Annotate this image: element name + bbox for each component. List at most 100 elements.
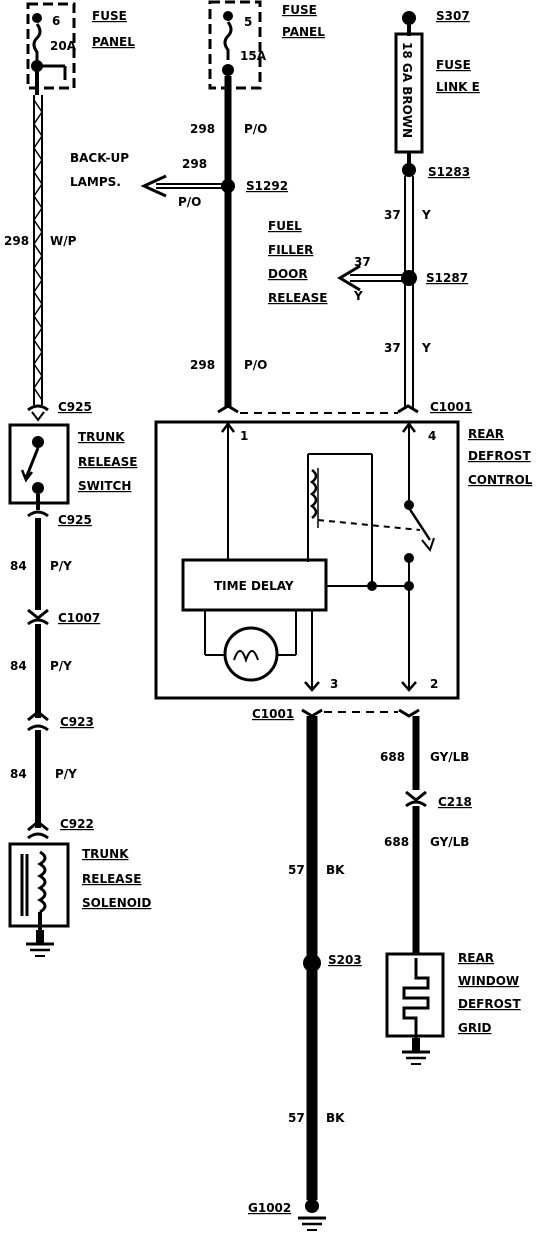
label-c1001-top: C1001 xyxy=(430,400,472,414)
wire-circuit-57-b: 57 xyxy=(288,1111,305,1125)
trunk-solenoid-label-1: TRUNK xyxy=(82,847,129,861)
wire-color-py-a: P/Y xyxy=(50,559,72,573)
fuse-panel-left xyxy=(26,2,76,95)
wire-circuit-298-mid: 298 xyxy=(190,358,215,372)
wire-color-gylb-b: GY/LB xyxy=(430,835,469,849)
pin-1-label: 1 xyxy=(240,429,248,443)
rdc-label-3: CONTROL xyxy=(468,473,533,487)
wire-298-wp xyxy=(33,95,43,405)
connector-c925-top xyxy=(27,404,49,412)
backup-lamps-label-2: LAMPS. xyxy=(70,175,121,189)
trunk-switch-label-1: TRUNK xyxy=(78,430,125,444)
arrow-to-fuel-filler xyxy=(337,264,361,292)
wire-color-gylb-a: GY/LB xyxy=(430,750,469,764)
pin-3-label: 3 xyxy=(330,677,338,691)
connector-c1001-pin4 xyxy=(397,404,419,414)
splice-s203 xyxy=(303,954,321,972)
splice-s1292 xyxy=(221,179,235,193)
wire-circuit-37-a: 37 xyxy=(384,208,401,222)
splice-s307 xyxy=(402,11,416,25)
fuse-link-label-2: LINK E xyxy=(436,80,480,94)
connector-c925-bottom xyxy=(27,510,49,518)
wire-color-y-b: Y xyxy=(421,341,431,355)
ground-icon-grid xyxy=(402,1038,430,1065)
relay-coil xyxy=(307,453,421,586)
wire-circuit-84-c: 84 xyxy=(10,767,27,781)
fuse-middle-amperage: 15A xyxy=(240,49,267,63)
rwd-label-2: WINDOW xyxy=(458,974,519,988)
fuel-filler-label-1: FUEL xyxy=(268,219,302,233)
trunk-release-solenoid xyxy=(8,842,70,934)
time-delay-label: TIME DELAY xyxy=(214,579,294,593)
wire-circuit-298-top: 298 xyxy=(190,122,215,136)
pin-2-label: 2 xyxy=(430,677,438,691)
wire-circuit-84-a: 84 xyxy=(10,559,27,573)
indicator-lamp-icon xyxy=(204,610,297,682)
rwd-label-3: DEFROST xyxy=(458,997,521,1011)
label-c925-top: C925 xyxy=(58,400,92,414)
wire-color-bk-a: BK xyxy=(326,863,345,877)
wire-circuit-37-branch: 37 xyxy=(354,255,371,269)
fuse-link-gauge: 18 GA BROWN xyxy=(400,42,414,138)
label-s1283: S1283 xyxy=(428,165,470,179)
arrow-to-backup-lamps xyxy=(140,174,167,198)
wire-color-wp-left: W/P xyxy=(50,234,77,248)
fuse-panel-middle xyxy=(208,0,262,90)
rdc-label-1: REAR xyxy=(468,427,504,441)
connector-c922 xyxy=(27,832,49,840)
wire-circuit-84-b: 84 xyxy=(10,659,27,673)
fuse-panel-left-label-2: PANEL xyxy=(92,35,135,49)
label-c923: C923 xyxy=(60,715,94,729)
wire-color-bk-b: BK xyxy=(326,1111,345,1125)
rdc-label-2: DEFROST xyxy=(468,449,531,463)
wire-circuit-298-branch: 298 xyxy=(182,157,207,171)
fuse-link-label-1: FUSE xyxy=(436,58,471,72)
label-s203: S203 xyxy=(328,953,362,967)
wire-color-po-top: P/O xyxy=(244,122,267,136)
rwd-label-1: REAR xyxy=(458,951,494,965)
trunk-release-switch xyxy=(8,423,70,510)
fuse-panel-middle-label-1: FUSE xyxy=(282,3,317,17)
connector-c923 xyxy=(27,724,49,732)
fuel-filler-label-3: DOOR xyxy=(268,267,308,281)
label-s1287: S1287 xyxy=(426,271,468,285)
connector-c1001-pin2 xyxy=(398,708,420,718)
wire-color-po-branch: P/O xyxy=(178,195,201,209)
pin-4-label: 4 xyxy=(428,429,436,443)
label-s307: S307 xyxy=(436,9,470,23)
fuse-panel-middle-label-2: PANEL xyxy=(282,25,325,39)
wire-color-po-mid: P/O xyxy=(244,358,267,372)
wire-color-y-a: Y xyxy=(421,208,431,222)
fuse-left-amperage: 20A xyxy=(50,39,77,53)
label-s1292: S1292 xyxy=(246,179,288,193)
fuel-filler-label-2: FILLER xyxy=(268,243,313,257)
ground-icon-solenoid xyxy=(26,930,54,957)
splice-s1287 xyxy=(401,270,417,286)
ground-icon-g1002 xyxy=(298,1199,326,1231)
backup-lamps-label-1: BACK-UP xyxy=(70,151,129,165)
wire-color-y-branch: Y xyxy=(353,289,363,303)
connector-c1001-pin1 xyxy=(217,404,239,414)
trunk-switch-label-3: SWITCH xyxy=(78,479,131,493)
label-c218: C218 xyxy=(438,795,472,809)
fuel-filler-label-4: RELEASE xyxy=(268,291,327,305)
connector-c218 xyxy=(405,800,427,808)
connector-c1001-pin3 xyxy=(301,708,323,718)
rear-window-defrost-grid xyxy=(385,952,445,1040)
label-c925-bottom: C925 xyxy=(58,513,92,527)
wire-color-py-c: P/Y xyxy=(55,767,77,781)
wire-color-py-b: P/Y xyxy=(50,659,72,673)
wire-circuit-298-left: 298 xyxy=(4,234,29,248)
rwd-label-4: GRID xyxy=(458,1021,492,1035)
label-g1002: G1002 xyxy=(248,1201,291,1215)
fuse-panel-left-label-1: FUSE xyxy=(92,9,127,23)
trunk-solenoid-label-2: RELEASE xyxy=(82,872,141,886)
fuse-middle-number: 5 xyxy=(244,15,252,29)
wire-circuit-57-a: 57 xyxy=(288,863,305,877)
trunk-solenoid-label-3: SOLENOID xyxy=(82,896,151,910)
splice-s1283 xyxy=(402,163,416,177)
label-c1001-bottom: C1001 xyxy=(252,707,294,721)
wire-circuit-37-b: 37 xyxy=(384,341,401,355)
trunk-switch-label-2: RELEASE xyxy=(78,455,137,469)
label-c922: C922 xyxy=(60,817,94,831)
